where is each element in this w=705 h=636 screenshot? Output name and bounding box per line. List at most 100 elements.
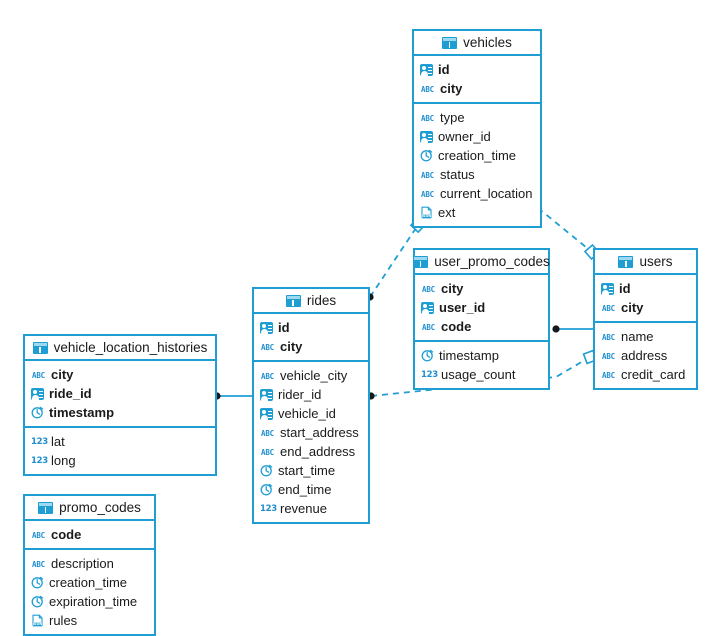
- column-row[interactable]: ABC name: [595, 327, 696, 346]
- column-row[interactable]: creation_time: [414, 146, 540, 165]
- column-row[interactable]: JSON ext: [414, 203, 540, 222]
- column-row[interactable]: timestamp: [415, 346, 548, 365]
- entity-title: users: [639, 253, 673, 269]
- abc-icon: ABC: [32, 559, 45, 569]
- column-row[interactable]: rider_id: [254, 385, 368, 404]
- column-row[interactable]: id: [595, 279, 696, 298]
- column-name: vehicle_city: [280, 368, 348, 383]
- id-badge-icon: [260, 321, 273, 334]
- abc-icon: ABC: [602, 303, 615, 313]
- json-document-icon: JSON: [31, 614, 44, 627]
- relationship-vehicle_location_histories-to-rides[interactable]: [213, 392, 253, 400]
- clock-icon: [421, 349, 434, 362]
- abc-icon: ABC: [261, 428, 274, 438]
- entity-title: user_promo_codes: [434, 253, 550, 269]
- entity-title: vehicles: [463, 34, 512, 50]
- column-row[interactable]: id: [414, 60, 540, 79]
- relationship-source-dot: [552, 325, 560, 333]
- column-name: expiration_time: [49, 594, 138, 609]
- entity-header-promo_codes[interactable]: promo_codes: [25, 496, 154, 521]
- column-row[interactable]: expiration_time: [25, 592, 154, 611]
- column-name: long: [51, 453, 76, 468]
- table-icon: [38, 501, 54, 514]
- id-badge-icon: [260, 388, 273, 401]
- id-badge-icon: [601, 282, 614, 295]
- number-icon: 123: [31, 437, 48, 448]
- entity-header-rides[interactable]: rides: [254, 289, 368, 314]
- column-row[interactable]: end_time: [254, 480, 368, 499]
- column-name: city: [280, 339, 303, 354]
- column-name: ext: [438, 205, 456, 220]
- entity-header-vehicles[interactable]: vehicles: [414, 31, 540, 56]
- id-badge-icon: [420, 63, 433, 76]
- column-row[interactable]: timestamp: [25, 403, 215, 422]
- id-badge-icon: [420, 130, 433, 143]
- column-row[interactable]: user_id: [415, 298, 548, 317]
- column-row[interactable]: start_time: [254, 461, 368, 480]
- column-name: current_location: [440, 186, 533, 201]
- number-icon: 123: [31, 456, 48, 467]
- column-row[interactable]: ABC current_location: [414, 184, 540, 203]
- entity-header-users[interactable]: users: [595, 250, 696, 275]
- column-row[interactable]: owner_id: [414, 127, 540, 146]
- relationship-user_promo_codes-to-users[interactable]: [552, 325, 594, 333]
- column-name: id: [438, 62, 450, 77]
- abc-icon: ABC: [602, 332, 615, 342]
- column-row[interactable]: id: [254, 318, 368, 337]
- abc-icon: ABC: [421, 189, 434, 199]
- abc-icon: ABC: [422, 284, 435, 294]
- column-name: end_time: [278, 482, 332, 497]
- column-name: creation_time: [49, 575, 128, 590]
- table-icon: [442, 36, 458, 49]
- column-name: name: [621, 329, 654, 344]
- abc-icon: ABC: [261, 447, 274, 457]
- column-name: code: [441, 319, 472, 334]
- column-row[interactable]: vehicle_id: [254, 404, 368, 423]
- column-name: end_address: [280, 444, 356, 459]
- column-name: timestamp: [439, 348, 499, 363]
- number-icon: 123: [260, 504, 277, 515]
- column-row[interactable]: creation_time: [25, 573, 154, 592]
- svg-text:JSON: JSON: [421, 214, 432, 218]
- abc-icon: ABC: [421, 113, 434, 123]
- column-row[interactable]: ABC end_address: [254, 442, 368, 461]
- column-row[interactable]: ride_id: [25, 384, 215, 403]
- abc-icon: ABC: [32, 370, 45, 380]
- entity-header-vehicle_location_histories[interactable]: vehicle_location_histories: [25, 336, 215, 361]
- entity-header-user_promo_codes[interactable]: user_promo_codes: [413, 250, 550, 275]
- clock-icon: [260, 483, 273, 496]
- abc-icon: ABC: [602, 351, 615, 361]
